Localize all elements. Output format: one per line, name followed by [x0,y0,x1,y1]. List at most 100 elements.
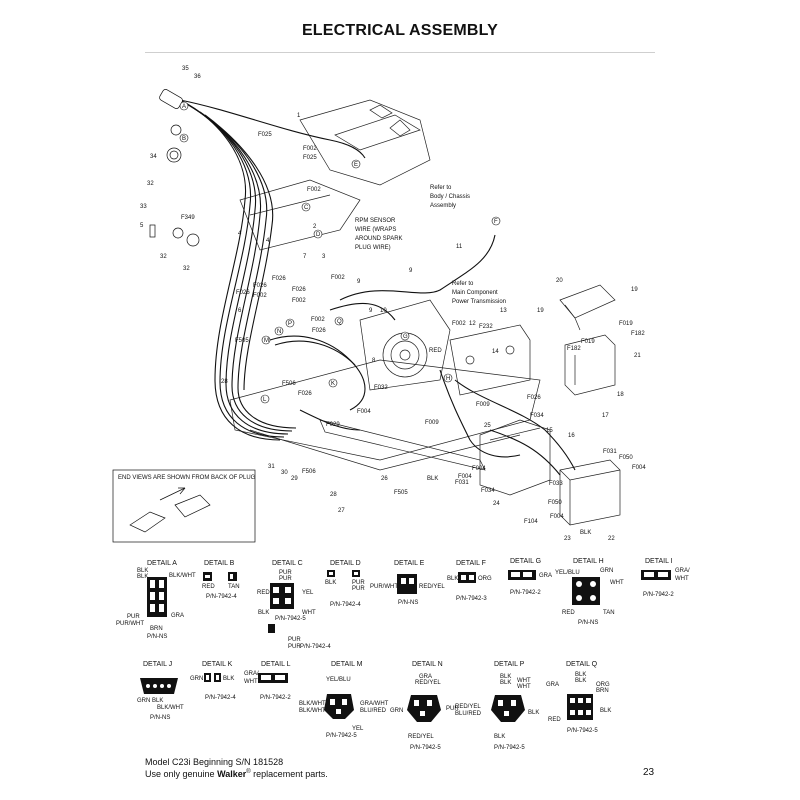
connector-34a [170,124,182,136]
body-line [249,194,331,216]
detail-c-title: DETAIL C [272,560,303,567]
svg-text:BLU/RED: BLU/RED [360,708,387,714]
svg-text:GRA: GRA [539,573,552,579]
part-label-16: 16 [568,433,575,439]
detail-a: DETAIL A BLK BLK BLK/WHT PUR PUR/WHT GRA… [116,560,196,640]
detail-j: DETAIL J GRN BLK BLK/WHT P/N-NS [137,661,184,721]
part-label-18: 18 [617,392,624,398]
part-label-21: 21 [634,353,641,359]
svg-text:WHT: WHT [610,580,624,586]
transmission-mount [449,324,531,396]
svg-text:BLK: BLK [223,676,234,682]
fuse-label: F004 [472,466,486,472]
detail-row-1: DETAIL A BLK BLK BLK/WHT PUR PUR/WHT GRA… [116,558,690,650]
detail-f-title: DETAIL F [456,560,486,567]
battery [559,459,621,526]
svg-text:BLU/RED: BLU/RED [455,711,482,717]
part-label-32a: 32 [147,181,154,187]
svg-text:P/N-7942-4: P/N-7942-4 [300,644,331,650]
arrow-head [178,487,186,495]
part-label-27: 27 [338,508,345,514]
callout-e: E [351,159,361,169]
fuse-label: F349 [181,215,195,221]
bracket-edge [489,427,541,441]
dash-gauge [369,104,393,119]
part-number-labels: 35 36 34 32 33 5 32 32 1 4 4 7 3 9 9 10 … [140,66,641,542]
harness-main-3 [189,105,289,435]
svg-text:WHT: WHT [517,684,531,690]
part-label-9a: 9 [409,268,413,274]
part-label-8: 8 [372,358,376,364]
detail-d-title: DETAIL D [330,560,361,567]
svg-text:YEL: YEL [352,726,364,732]
fuse-label: F032 [374,385,388,391]
part-label-10: 10 [380,308,387,314]
svg-text:PUR/WHT: PUR/WHT [370,584,398,590]
fuse-label: F506 [302,469,316,475]
fuse-label: F009 [476,402,490,408]
callout-b: B [179,133,189,143]
harness-main-5 [199,111,297,429]
part-label-2: 2 [313,224,317,230]
text-callouts: Refer to Body / Chassis Assembly RPM SEN… [355,185,506,305]
svg-text:BLK: BLK [575,678,586,684]
engine-block [359,299,451,391]
fuse-label: F019 [581,339,595,345]
svg-text:BLK: BLK [528,710,539,716]
part-label-29: 29 [291,476,298,482]
detail-g-title: DETAIL G [510,558,541,565]
harness-engine-3 [329,302,396,321]
detail-b: DETAIL B RED TAN P/N-7942-4 [202,560,240,600]
part-label-34: 34 [150,154,157,160]
fuse-label: F034 [481,488,495,494]
fuse-label: F029 [326,422,340,428]
fuse-label: F104 [524,519,538,525]
svg-text:TAN: TAN [603,610,615,616]
detail-p: DETAIL P BLK BLK WHT WHT RED/YEL BLU/RED… [455,661,539,751]
detail-g: DETAIL G GRA P/N-7942-2 [508,558,552,596]
svg-text:WHT: WHT [675,576,689,582]
svg-text:BLK: BLK [258,610,269,616]
svg-text:PUR: PUR [127,614,140,620]
ring-33 [172,227,184,239]
callout-k: K [328,378,338,388]
svg-text:P/N-NS: P/N-NS [578,620,598,626]
svg-text:PUR: PUR [446,706,459,712]
svg-text:GRN: GRN [190,676,203,682]
detail-e: DETAIL E PUR/WHT RED/YEL P/N-NS [370,560,445,606]
detail-f-connector [458,572,476,583]
fuse-label: F002 [452,321,466,327]
detail-e-title: DETAIL E [394,560,425,567]
fuse-label: F025 [258,132,272,138]
svg-text:A: A [182,104,186,110]
svg-text:BLK: BLK [494,734,505,740]
plug-left [129,511,166,533]
refer-main-line-2: Main Component [452,290,498,296]
callout-q: Q [334,316,344,326]
fuse-label: F026 [292,287,306,293]
svg-text:RED/YEL: RED/YEL [408,734,434,740]
part-label-3: 3 [322,254,326,260]
callout-c: C [301,202,311,212]
svg-text:ORG: ORG [478,576,492,582]
callout-l: L [260,394,270,404]
detail-i-title: DETAIL I [645,558,673,565]
detail-n-connector [407,695,441,722]
svg-text:GRN: GRN [137,698,150,704]
refer-main-line-3: Power Transmission [452,299,506,305]
housing-21 [564,334,616,396]
harness-main-6 [204,114,274,391]
rpm-sensor-line-3: AROUND SPARK [355,236,403,242]
fuse-label: F002 [331,275,345,281]
refer-chassis-line-1: Refer to [430,185,452,191]
fuse-label: F004 [357,409,371,415]
svg-text:D: D [316,232,321,238]
fuse-label: F232 [479,324,493,330]
detail-l-title: DETAIL L [261,661,291,668]
svg-text:RED: RED [257,590,270,596]
detail-i: DETAIL I GRA/ WHT P/N-7942-2 [641,558,690,598]
callout-f: F [491,216,501,226]
page-number: 23 [643,767,655,778]
part-label-28b: 28 [330,492,337,498]
detail-j-connector [140,678,178,694]
